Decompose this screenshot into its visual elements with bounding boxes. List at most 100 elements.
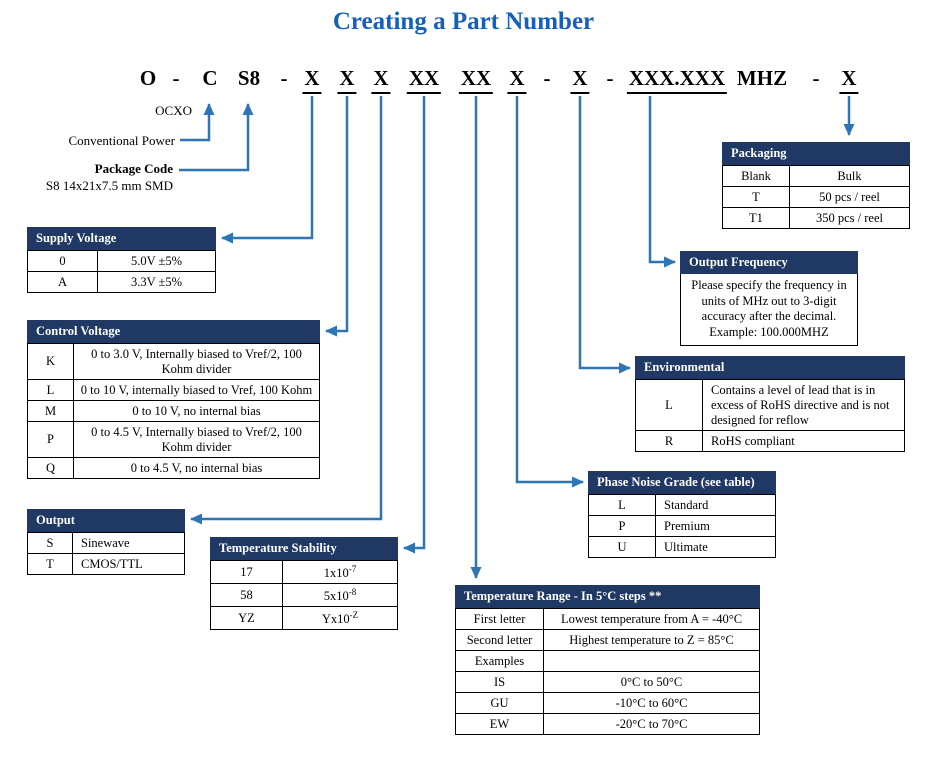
part-number-segment: - (543, 66, 551, 90)
part-number-segment: X (302, 66, 322, 94)
cell-desc: 5.0V ±5% (97, 250, 216, 272)
cell-desc: Sinewave (72, 532, 185, 554)
table-environmental: Environmental L Contains a level of lead… (635, 356, 905, 452)
cell-code: M (27, 400, 74, 422)
cell-code: T (27, 553, 73, 575)
table-row: 17 1x10-7 (210, 559, 398, 585)
table-header: Temperature Stability (210, 537, 398, 560)
table-row: L Contains a level of lead that is in ex… (635, 379, 905, 431)
cell-desc: Yx10-Z (282, 606, 398, 631)
table-row: R RoHS compliant (635, 430, 905, 452)
table-row: Q 0 to 4.5 V, no internal bias (27, 457, 320, 479)
table-row: M 0 to 10 V, no internal bias (27, 400, 320, 422)
cell-desc: 0°C to 50°C (543, 671, 760, 693)
table-phase-noise-grade: Phase Noise Grade (see table) L Standard… (588, 471, 776, 558)
cell-desc: 0 to 10 V, no internal bias (73, 400, 320, 422)
table-row: 58 5x10-8 (210, 583, 398, 608)
stability-value: 1x10 (323, 565, 349, 580)
cell-desc: RoHS compliant (702, 430, 905, 452)
part-number-segment: XX (406, 66, 442, 94)
cell-code: P (27, 421, 74, 458)
cell-desc: Standard (655, 494, 776, 516)
table-output: Output S Sinewave T CMOS/TTL (27, 509, 185, 575)
output-frequency-note: Please specify the frequency in units of… (680, 274, 858, 346)
table-row: EW -20°C to 70°C (455, 713, 760, 735)
cell-desc: 3.3V ±5% (97, 271, 216, 293)
cell-desc: Ultimate (655, 536, 776, 558)
arrow-phase-noise (515, 96, 584, 488)
part-number-segment: C (202, 66, 218, 90)
cell-desc: 50 pcs / reel (789, 186, 910, 208)
cell-desc (543, 650, 760, 672)
table-row: T 50 pcs / reel (722, 186, 910, 208)
table-row: YZ Yx10-Z (210, 606, 398, 631)
cell-desc: 0 to 4.5 V, no internal bias (73, 457, 320, 479)
part-number-segment: - (606, 66, 614, 90)
cell-desc: -20°C to 70°C (543, 713, 760, 735)
arrow-supply-voltage (221, 96, 314, 244)
table-row: P Premium (588, 515, 776, 537)
cell-code: 58 (210, 583, 283, 608)
label-ocxo: OCXO (155, 103, 192, 118)
part-number-segment: XXX.XXX (626, 66, 728, 94)
stability-value: 5x10 (323, 588, 349, 603)
table-header: Output (27, 509, 185, 532)
cell-desc: Highest temperature to Z = 85°C (543, 629, 760, 651)
cell-desc: 350 pcs / reel (789, 207, 910, 229)
cell-code: 17 (210, 559, 283, 585)
table-supply-voltage: Supply Voltage 0 5.0V ±5% A 3.3V ±5% (27, 227, 216, 293)
table-row: T CMOS/TTL (27, 553, 185, 575)
cell-desc: 1x10-7 (282, 559, 398, 585)
part-number-segment: - (280, 66, 288, 90)
table-row: L Standard (588, 494, 776, 516)
output-frequency-example: Example: 100.000MHZ (709, 324, 829, 339)
label-conventional-power: Conventional Power (68, 133, 175, 148)
cell-desc: 5x10-8 (282, 583, 398, 608)
part-number-segment: X (337, 66, 357, 94)
cell-code: Second letter (455, 629, 544, 651)
cell-desc: Contains a level of lead that is in exce… (702, 379, 905, 431)
cell-code: IS (455, 671, 544, 693)
cell-desc: -10°C to 60°C (543, 692, 760, 714)
cell-code: 0 (27, 250, 98, 272)
table-packaging: Packaging Blank Bulk T 50 pcs / reel T1 … (722, 142, 910, 229)
part-number-segment: - (172, 66, 180, 90)
cell-code: Q (27, 457, 74, 479)
table-row: IS 0°C to 50°C (455, 671, 760, 693)
stability-exponent: -7 (348, 563, 357, 574)
part-number-segment: O (139, 66, 157, 90)
cell-desc: Lowest temperature from A = -40°C (543, 608, 760, 630)
part-number-segment: X (570, 66, 590, 94)
stability-exponent: -Z (349, 609, 359, 620)
cell-code: EW (455, 713, 544, 735)
cell-code: R (635, 430, 703, 452)
label-package-desc: S8 14x21x7.5 mm SMD (45, 178, 173, 193)
cell-desc: 0 to 4.5 V, Internally biased to Vref/2,… (73, 421, 320, 458)
stability-exponent: -8 (348, 586, 357, 597)
cell-code: GU (455, 692, 544, 714)
table-header: Phase Noise Grade (see table) (588, 471, 776, 494)
table-header: Environmental (635, 356, 905, 379)
part-number-segment: X (371, 66, 391, 94)
table-row: GU -10°C to 60°C (455, 692, 760, 714)
cell-code: Blank (722, 165, 790, 187)
table-temperature-stability: Temperature Stability 17 1x10-7 58 5x10-… (210, 537, 398, 631)
cell-code: S (27, 532, 73, 554)
table-header: Output Frequency (680, 251, 858, 274)
table-row: L 0 to 10 V, internally biased to Vref, … (27, 379, 320, 401)
page-title: Creating a Part Number (332, 8, 595, 35)
table-row: A 3.3V ±5% (27, 271, 216, 293)
cell-desc: Premium (655, 515, 776, 537)
table-header: Packaging (722, 142, 910, 165)
cell-desc: Bulk (789, 165, 910, 187)
cell-code: P (588, 515, 656, 537)
cell-desc: 0 to 10 V, internally biased to Vref, 10… (73, 379, 320, 401)
table-header: Control Voltage (27, 320, 320, 343)
cell-desc: CMOS/TTL (72, 553, 185, 575)
arrow-temperature-stability (403, 96, 426, 554)
table-temperature-range: Temperature Range - In 5°C steps ** Firs… (455, 585, 760, 735)
arrow-output-frequency (648, 96, 676, 268)
stability-value: Yx10 (321, 611, 350, 626)
cell-code: T1 (722, 207, 790, 229)
